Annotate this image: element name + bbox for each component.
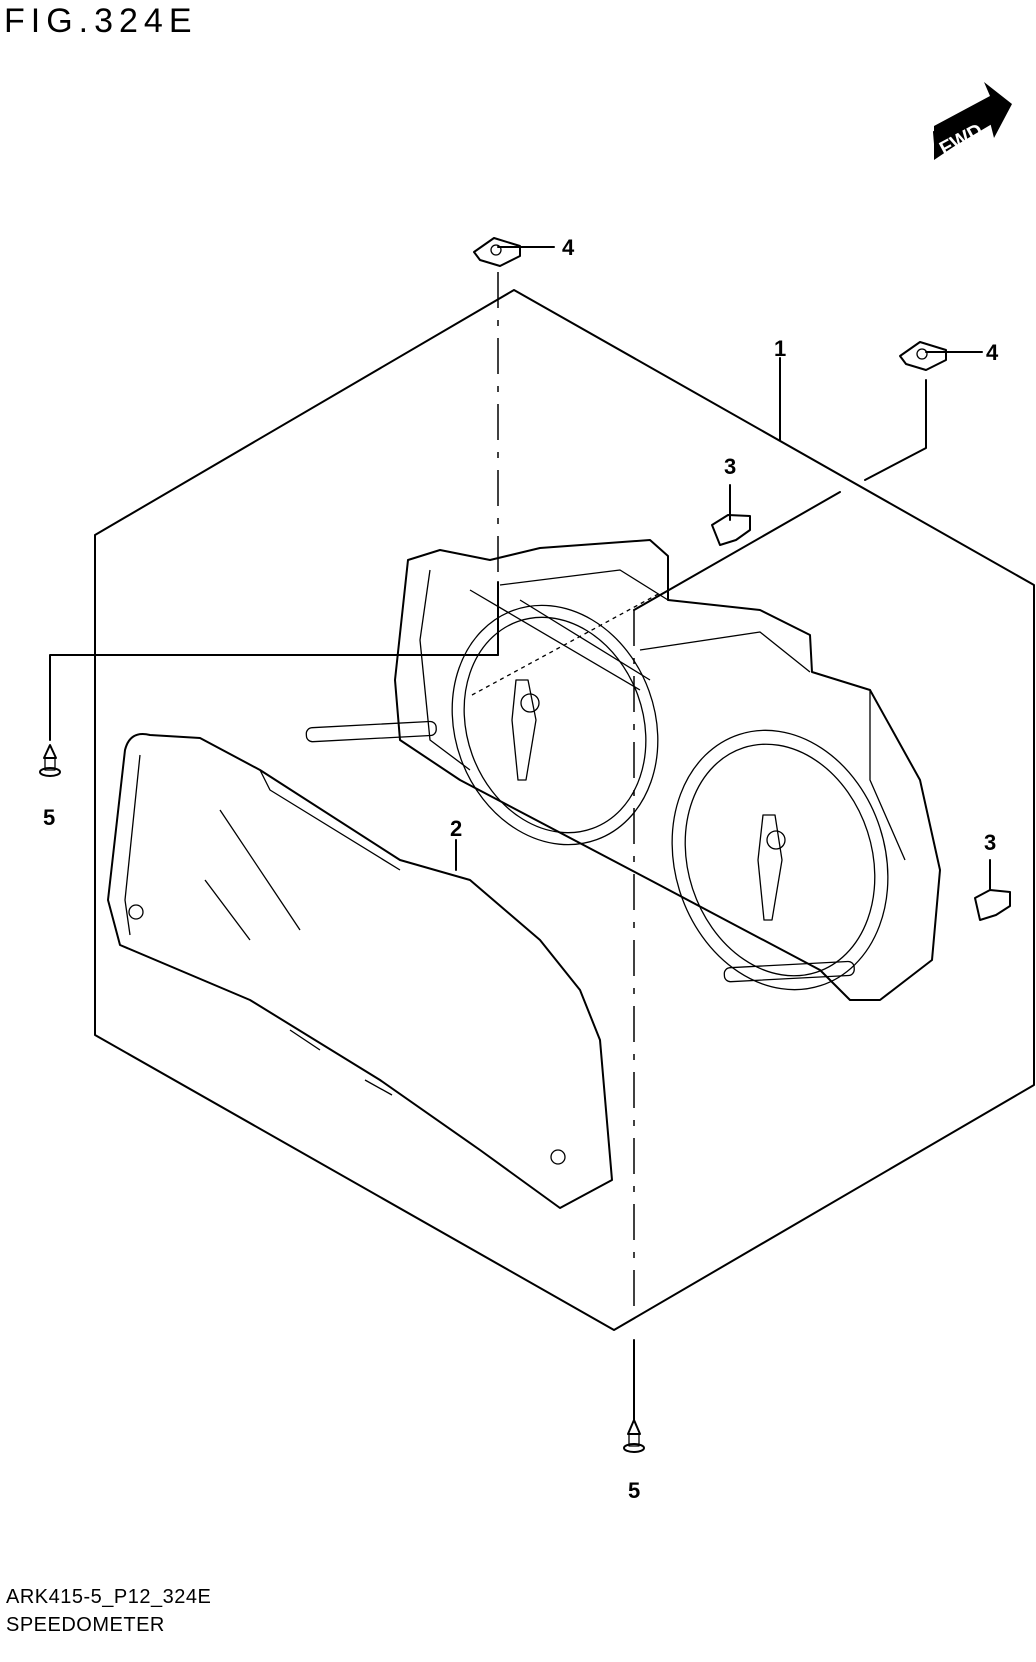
needle-right xyxy=(757,814,783,921)
clip-nut-4a xyxy=(473,237,521,267)
diagram-name: SPEEDOMETER xyxy=(6,1614,165,1636)
diagram-code: ARK415-5_P12_324E xyxy=(6,1586,212,1608)
callout-1: 1 xyxy=(774,336,786,361)
callout-5b: 5 xyxy=(628,1478,640,1503)
callout-3b: 3 xyxy=(984,830,996,855)
screw-5b xyxy=(623,1419,645,1453)
clip-3b xyxy=(974,889,1011,921)
figure-title: FIG.324E xyxy=(4,2,198,40)
leader-lines xyxy=(49,246,991,1421)
callout-3a: 3 xyxy=(724,454,736,479)
meter-housing xyxy=(305,539,941,1001)
clip-nut-4b xyxy=(899,341,947,371)
forward-arrow-icon: FWD xyxy=(932,82,1012,160)
clip-3a xyxy=(711,514,751,546)
screw-5a xyxy=(39,744,61,777)
callout-4b: 4 xyxy=(986,340,999,365)
assembly-boundary xyxy=(94,289,1035,1331)
callout-2: 2 xyxy=(450,816,462,841)
needle-left xyxy=(511,679,537,781)
callout-4a: 4 xyxy=(562,235,575,260)
callout-5a: 5 xyxy=(43,805,55,830)
lens-cover xyxy=(107,733,613,1209)
